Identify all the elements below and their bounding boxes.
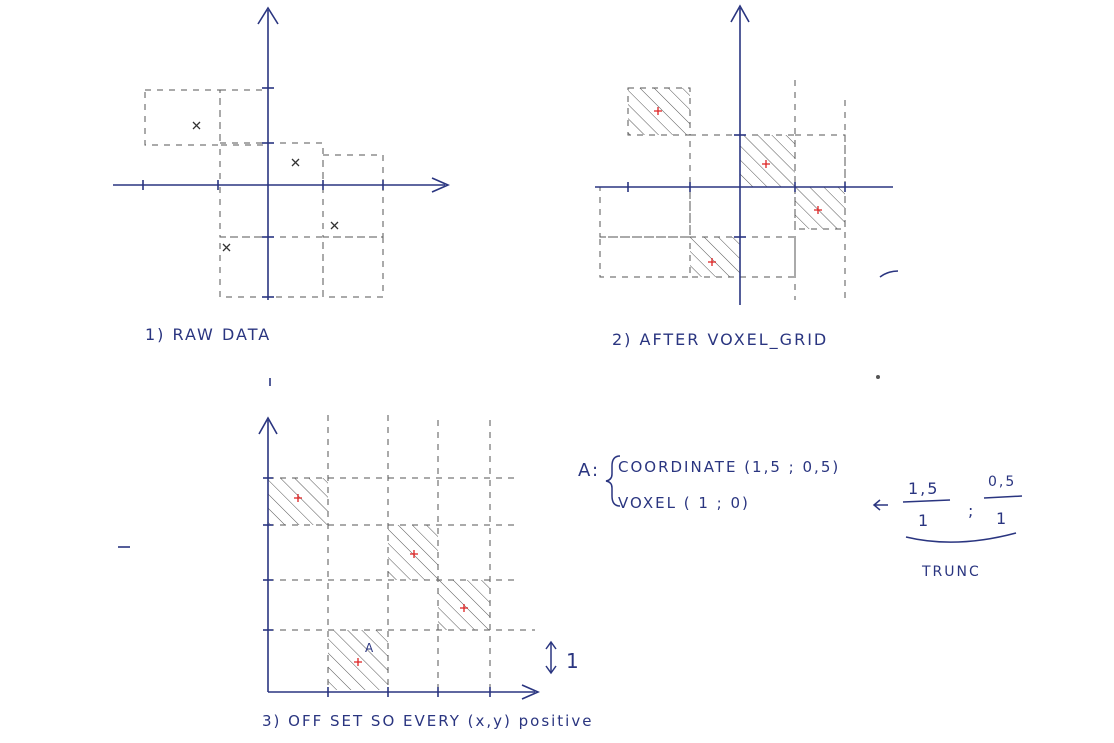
fraction-1-denominator: 1 [918,511,930,530]
offset-x-arrow-icon [521,684,540,700]
note-point-label: A: [578,460,600,481]
offset-occupied-cells [268,478,490,690]
raw-x-arrow-icon [431,177,450,193]
truncation-fractions: 1,5 1 ; 0,5 1 TRUNC [902,474,1023,580]
unit-step-label: 1 [566,649,581,673]
centroid-marker [762,160,770,168]
raw-points [192,121,339,252]
centroid-marker [410,550,418,558]
unit-step-indicator: 1 [545,640,581,675]
voxel-occupied-cells [628,88,845,277]
voxel-centroids [654,107,822,266]
occupied-cell [740,135,795,187]
trunc-underbrace [905,532,1017,543]
occupied-cell [388,525,438,580]
offset-y-arrow-icon [258,416,278,435]
raw-point [330,221,339,230]
voxel-panel: 2) AFTER VOXEL_GRID [595,4,899,379]
centroid-marker [294,494,302,502]
fraction-2-denominator: 1 [996,509,1008,528]
point-a-label: A [365,641,375,655]
raw-point [291,158,300,167]
fraction-separator: ; [968,501,975,520]
note-coordinate-line: COORDINATE (1,5 ; 0,5) [618,458,840,476]
occupied-cell [795,187,845,229]
centroid-marker [460,604,468,612]
fraction-2-numerator: 0,5 [988,474,1016,490]
raw-grid [144,89,384,298]
voxel-caption: 2) AFTER VOXEL_GRID [612,330,828,350]
offset-caption: 3) OFF SET SO EVERY (x,y) positive [262,712,593,730]
stray-mark [876,375,880,379]
voxel-y-arrow-icon [730,4,750,23]
occupied-cell [690,237,740,277]
raw-caption: 1) RAW DATA [145,325,271,344]
centroid-marker [708,258,716,266]
fraction-1-numerator: 1,5 [908,479,939,498]
coordinate-note: A: COORDINATE (1,5 ; 0,5) VOXEL ( 1 ; 0)… [578,455,1023,580]
centroid-marker [654,107,662,115]
note-voxel-line: VOXEL ( 1 ; 0) [618,494,750,512]
raw-data-panel: 1) RAW DATA [113,6,450,344]
left-arrow-icon [872,499,888,511]
note-brace [605,455,621,507]
offset-panel: A 1 3) OFF SET SO EVERY (x,y) positive [118,378,593,730]
offset-centroids [294,494,468,666]
raw-point [222,243,231,252]
trunc-label: TRUNC [921,564,981,580]
centroid-marker [814,206,822,214]
centroid-marker [354,658,362,666]
raw-y-arrow-icon [257,6,279,25]
raw-point [192,121,201,130]
